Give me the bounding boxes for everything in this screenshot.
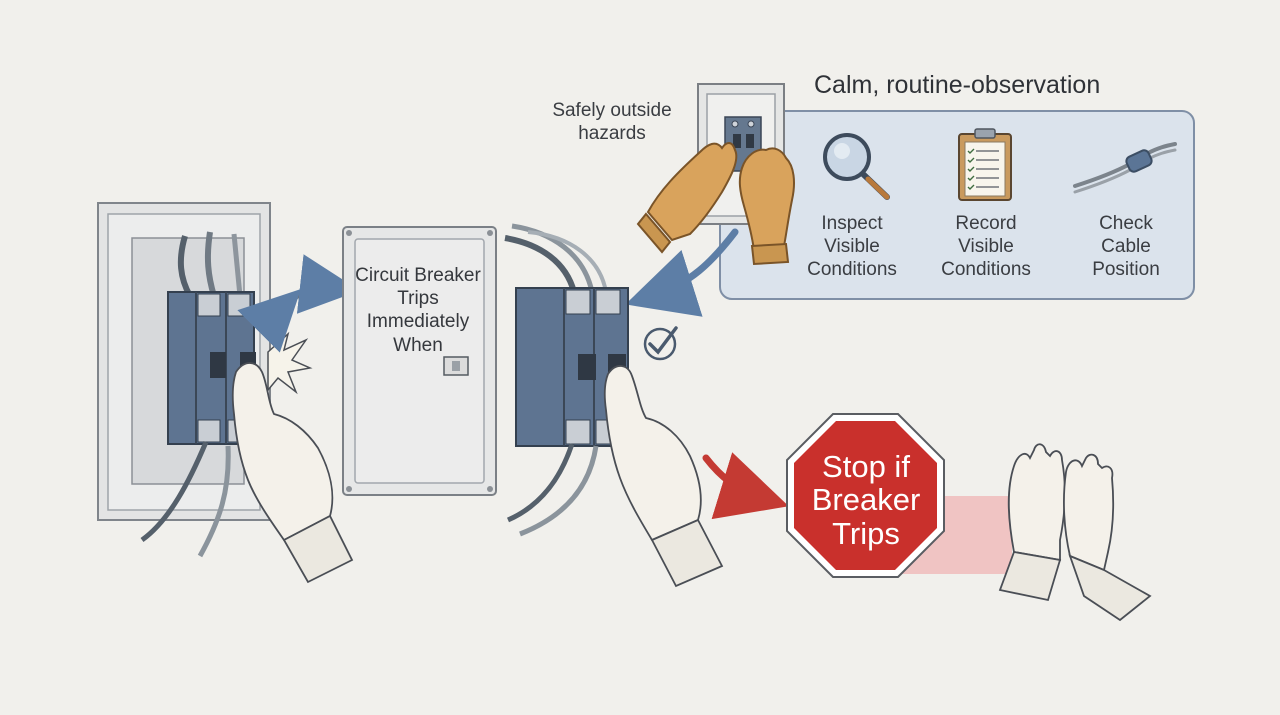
right-breaker-illustration — [504, 223, 629, 537]
flow-arrow-red — [702, 452, 789, 520]
step-label-inspect: Inspect Visible Conditions — [796, 213, 908, 281]
section-heading: Calm, routine-observation — [814, 71, 1101, 99]
step-label-record-text: Record Visible Conditions — [941, 213, 1031, 280]
step-label-record: Record Visible Conditions — [928, 213, 1044, 281]
magnifier-icon — [823, 133, 890, 200]
stop-sign-icon — [786, 413, 945, 578]
flow-arrow-blue — [625, 228, 739, 317]
panel-caption: Circuit Breaker Trips Immediately When — [352, 264, 484, 357]
stop-sign-text: Stop if Breaker Trips — [795, 450, 937, 550]
left-hand-icon — [231, 362, 354, 584]
clipboard-icon — [958, 128, 1012, 201]
step-label-cable-text: Check Cable Position — [1092, 213, 1160, 280]
right-hand-icon — [603, 365, 724, 588]
stop-sign-label: Stop if Breaker Trips — [811, 449, 921, 551]
safely-outside-label: Safely outside hazards — [548, 100, 676, 146]
closed-panel — [342, 226, 497, 496]
spark-icon — [267, 331, 313, 395]
cable-icon — [1073, 142, 1177, 194]
step-label-cable: Check Cable Position — [1074, 213, 1178, 281]
step-label-inspect-text: Inspect Visible Conditions — [807, 213, 897, 280]
checkmark-icon — [643, 326, 678, 361]
safely-outside-text: Safely outside hazards — [552, 100, 672, 144]
panel-caption-text: Circuit Breaker Trips Immediately When — [355, 265, 481, 356]
left-breaker-panel — [97, 202, 271, 558]
right-glove-icon — [738, 147, 795, 266]
swap-arrow-icon — [237, 254, 360, 353]
raised-hands-icon — [998, 443, 1152, 622]
